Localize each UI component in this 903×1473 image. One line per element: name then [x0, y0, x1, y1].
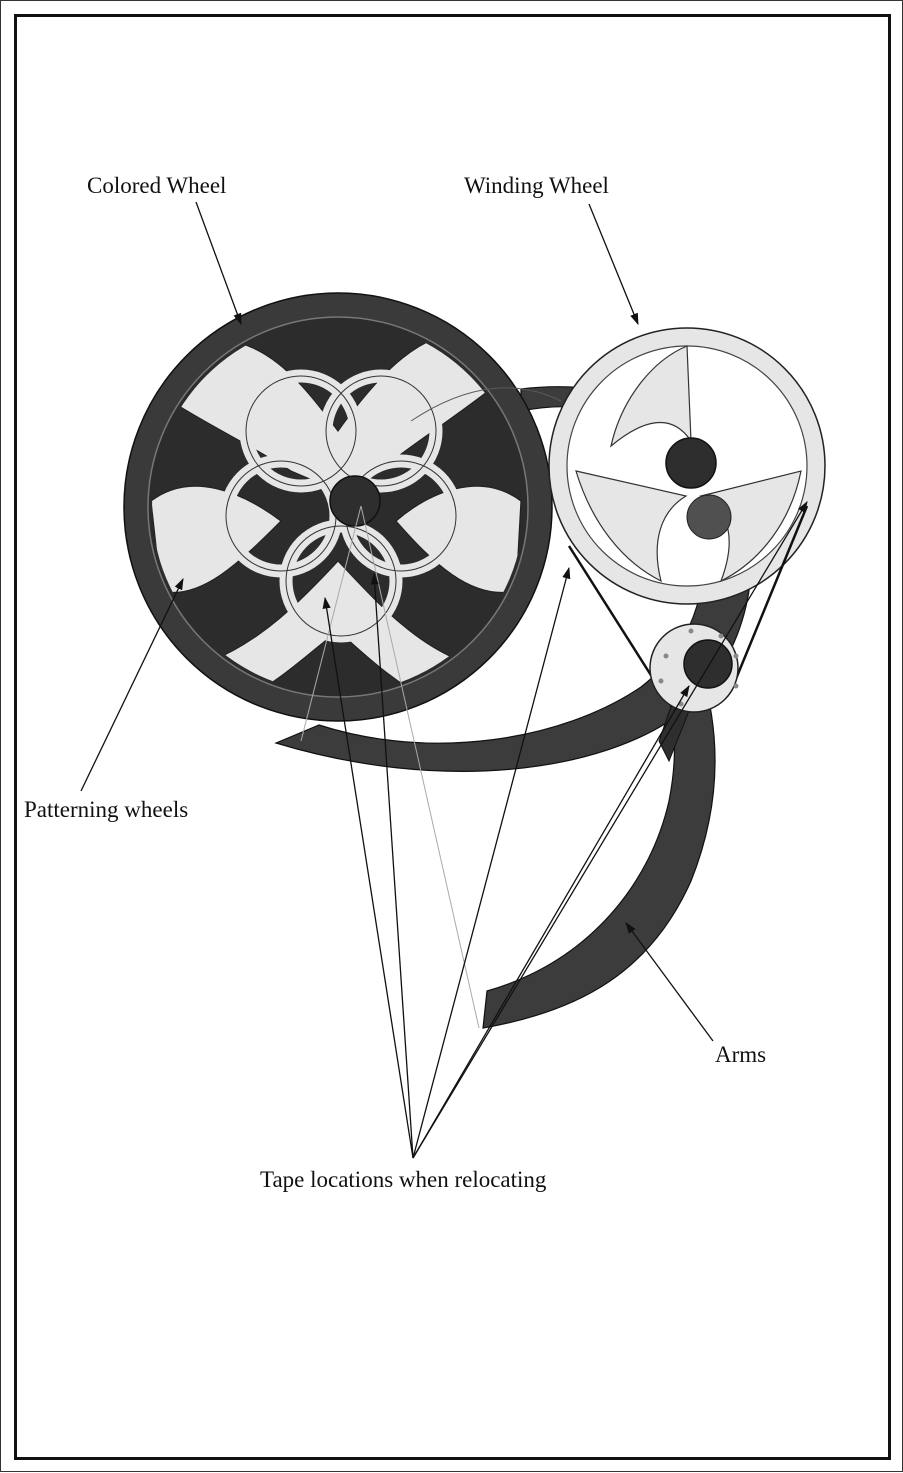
colored-wheel — [124, 293, 561, 721]
leader-winding-wheel — [589, 204, 638, 324]
label-tape-locations: Tape locations when relocating — [260, 1168, 546, 1191]
winding-wheel-hub — [666, 438, 716, 488]
leader-colored-wheel — [196, 202, 241, 324]
label-winding-wheel: Winding Wheel — [464, 174, 609, 197]
leader-patterning-wheels — [81, 579, 183, 791]
label-arms: Arms — [715, 1043, 766, 1066]
leader-arms — [626, 923, 713, 1041]
label-colored-wheel: Colored Wheel — [87, 174, 226, 197]
colored-wheel-hub — [330, 476, 380, 526]
label-patterning-wheels: Patterning wheels — [24, 798, 188, 821]
